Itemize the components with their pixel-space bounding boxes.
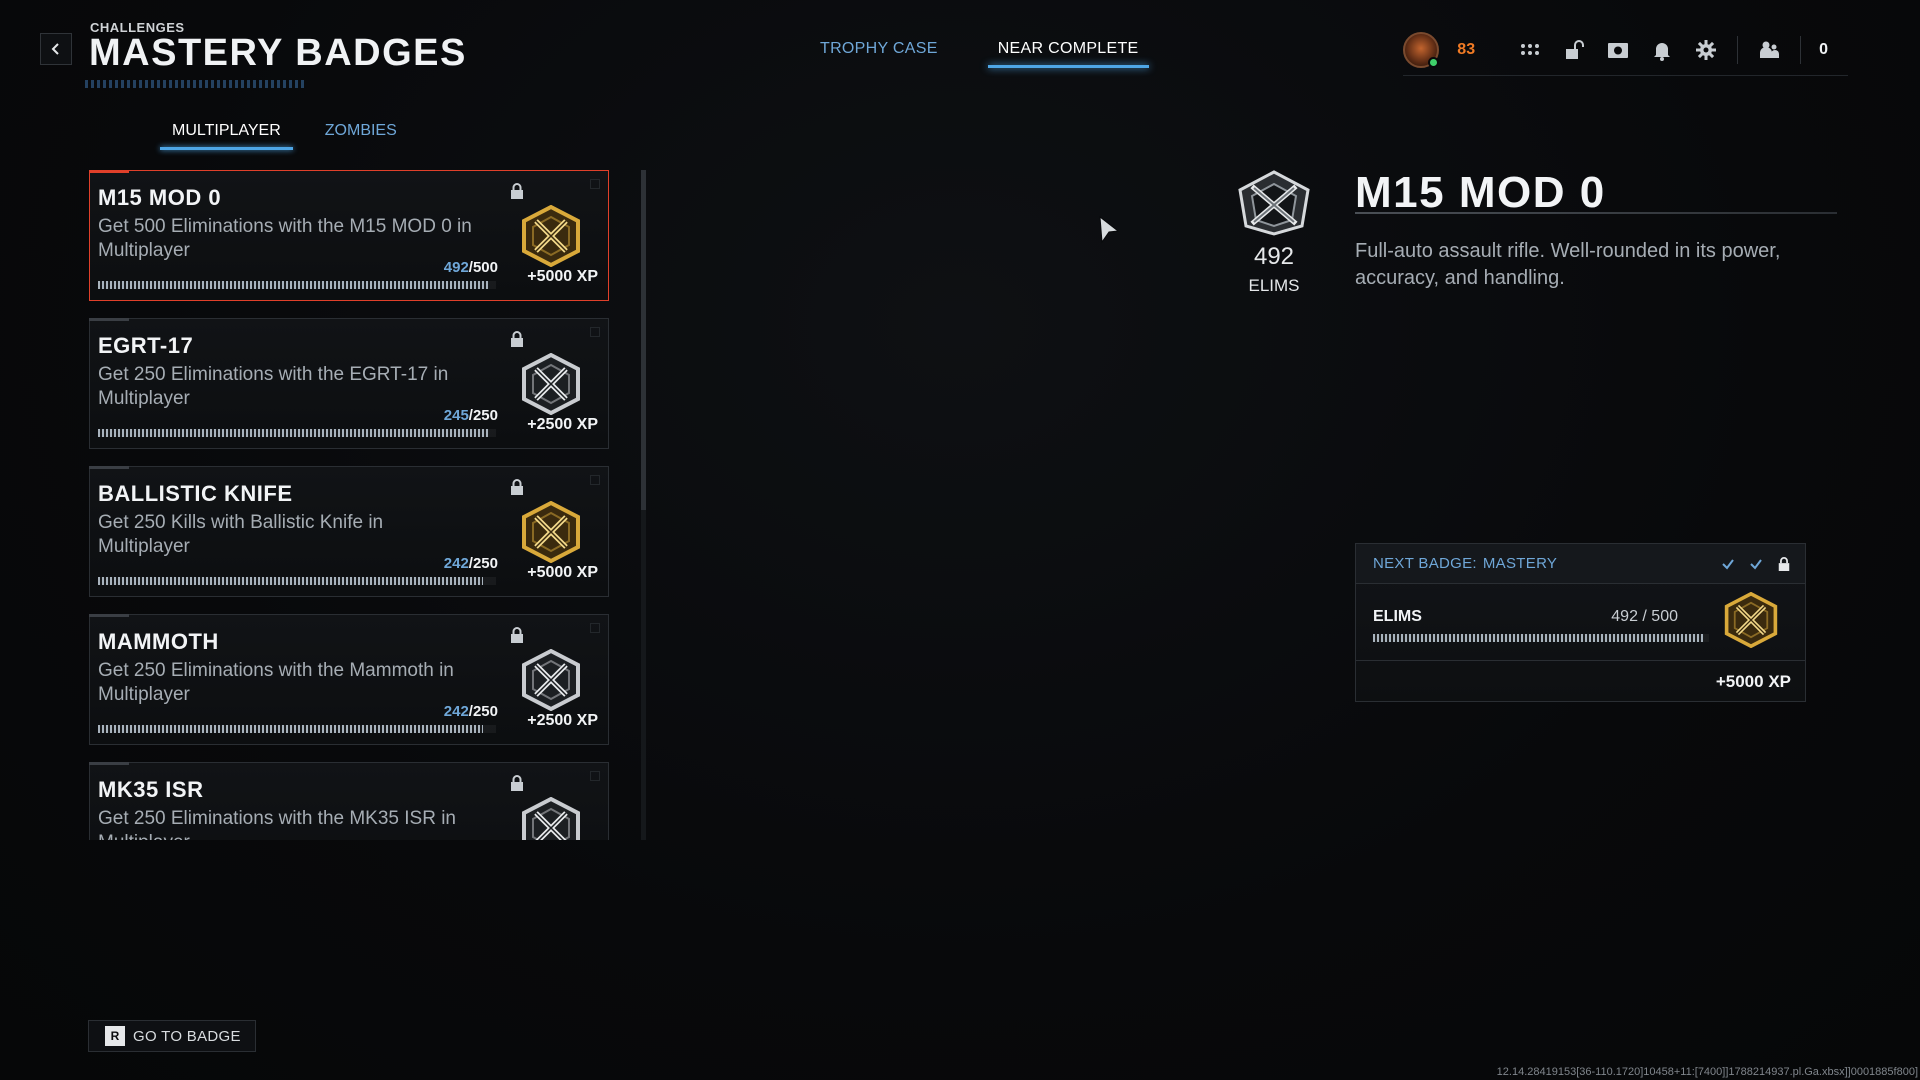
grid-icon[interactable]	[1517, 37, 1543, 63]
check-icon	[1722, 558, 1734, 570]
gold-knife-badge-icon	[522, 501, 580, 563]
challenge-description: Get 250 Eliminations with the Mammoth in…	[98, 660, 454, 705]
progress-bar	[98, 577, 496, 585]
challenge-description: Get 250 Eliminations with the EGRT-17 in…	[98, 364, 449, 409]
credits-count: 0	[1819, 40, 1828, 58]
gold-mastery-badge-icon	[522, 205, 580, 267]
lock-icon	[511, 479, 523, 495]
cursor-icon	[1099, 215, 1120, 244]
next-badge-value: MASTERY	[1482, 555, 1558, 572]
lock-icon	[511, 331, 523, 347]
page-title: MASTERY BADGES	[89, 32, 467, 74]
tab-zombies[interactable]: ZOMBIES	[324, 122, 397, 139]
next-badge-xp: +5000 XP	[1715, 672, 1791, 691]
tab-multiplayer[interactable]: MULTIPLAYER	[160, 120, 293, 150]
chevron-left-icon	[51, 43, 59, 55]
challenge-list[interactable]: M15 MOD 0 Get 500 Eliminations with the …	[89, 170, 611, 840]
challenge-progress: 242/250	[443, 555, 498, 572]
key-prompt-icon: R	[105, 1026, 125, 1046]
silver-badge-icon	[522, 797, 580, 840]
challenge-description: Get 250 Eliminations with the MK35 ISR i…	[98, 808, 457, 840]
online-status-icon	[1428, 56, 1440, 68]
next-badge-header: NEXT BADGE: MASTERY	[1356, 544, 1805, 584]
gear-icon[interactable]	[1693, 37, 1719, 63]
top-tabs: TROPHY CASE NEAR COMPLETE	[810, 36, 1149, 68]
challenge-card[interactable]: BALLISTIC KNIFE Get 250 Kills with Balli…	[89, 466, 609, 597]
bell-icon[interactable]	[1649, 37, 1675, 63]
social-icon[interactable]	[1756, 37, 1782, 63]
hud-bar: 83	[1403, 30, 1848, 76]
go-to-badge-button[interactable]: R GO TO BADGE	[88, 1020, 256, 1052]
lock-icon	[1778, 556, 1790, 571]
silver-badge-icon	[522, 649, 580, 711]
player-avatar[interactable]	[1403, 31, 1440, 68]
elims-label: ELIMS	[1248, 276, 1300, 295]
unlock-icon[interactable]	[1561, 37, 1587, 63]
next-badge-progress-bar	[1373, 634, 1709, 642]
challenge-name: MK35 ISR	[98, 777, 204, 802]
challenge-card[interactable]: MK35 ISR Get 250 Eliminations with the M…	[89, 762, 609, 840]
hud-divider	[1737, 35, 1739, 64]
lock-icon	[511, 183, 523, 199]
next-badge-panel: NEXT BADGE: MASTERY ELIMS 492 / 500 +500…	[1355, 543, 1806, 702]
camera-icon[interactable]	[1605, 37, 1631, 63]
tab-near-complete[interactable]: NEAR COMPLETE	[987, 36, 1149, 68]
challenge-progress: 492/500	[443, 259, 498, 276]
lock-icon	[511, 627, 523, 643]
xp-reward: +2500 XP	[527, 712, 598, 729]
mode-tabs: MULTIPLAYER ZOMBIES	[160, 120, 409, 150]
progress-bar	[98, 725, 496, 733]
silver-weapon-badge-icon	[1238, 170, 1310, 236]
build-string: 12.14.28419153[36-110.1720]10458+11:[740…	[1496, 1066, 1918, 1078]
challenge-card[interactable]: EGRT-17 Get 250 Eliminations with the EG…	[89, 318, 609, 449]
challenge-progress: 242/250	[443, 703, 498, 720]
xp-reward: +5000 XP	[527, 564, 598, 581]
silver-badge-icon	[522, 353, 580, 415]
progress-bar	[98, 429, 496, 437]
challenge-name: MAMMOTH	[98, 629, 219, 654]
title-divider	[1355, 212, 1837, 214]
challenge-description: Get 500 Eliminations with the M15 MOD 0 …	[98, 216, 472, 261]
list-scrollbar-thumb[interactable]	[641, 170, 646, 510]
breadcrumb: CHALLENGES	[90, 20, 185, 35]
challenge-card[interactable]: MAMMOTH Get 250 Eliminations with the Ma…	[89, 614, 609, 745]
challenge-name: M15 MOD 0	[98, 185, 222, 210]
weapon-title: M15 MOD 0	[1355, 168, 1606, 217]
xp-reward: +2500 XP	[527, 416, 598, 433]
challenge-progress: 245/250	[443, 407, 498, 424]
title-decoration	[85, 80, 305, 88]
next-badge-progress: 492 / 500	[1611, 608, 1678, 625]
weapon-description: Full-auto assault rifle. Well-rounded in…	[1355, 240, 1781, 289]
next-badge-stat: ELIMS	[1373, 608, 1422, 625]
challenge-card[interactable]: M15 MOD 0 Get 500 Eliminations with the …	[89, 170, 609, 301]
xp-reward: +5000 XP	[527, 268, 598, 285]
back-button[interactable]	[40, 33, 72, 65]
challenge-description: Get 250 Kills with Ballistic Knife in Mu…	[98, 512, 384, 557]
hud-divider	[1800, 35, 1802, 64]
tier-status	[1721, 556, 1791, 571]
elims-count: 492	[1253, 243, 1295, 270]
gold-mastery-badge-icon	[1724, 592, 1778, 648]
tab-trophy-case[interactable]: TROPHY CASE	[820, 40, 938, 57]
progress-bar	[98, 281, 496, 289]
challenge-name: EGRT-17	[98, 333, 194, 358]
challenge-name: BALLISTIC KNIFE	[98, 481, 293, 506]
check-icon	[1750, 558, 1762, 570]
player-level: 83	[1457, 40, 1476, 58]
go-to-badge-label: GO TO BADGE	[133, 1027, 241, 1045]
next-badge-label: NEXT BADGE:	[1373, 555, 1477, 572]
lock-icon	[511, 775, 523, 791]
